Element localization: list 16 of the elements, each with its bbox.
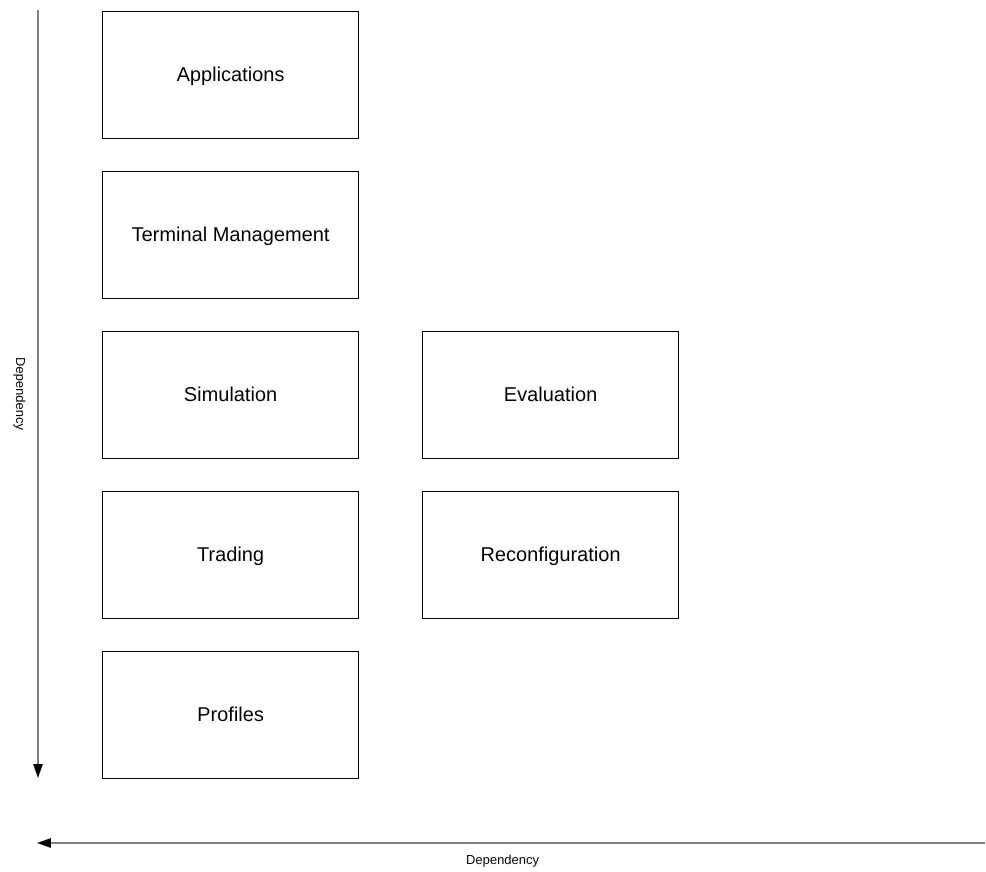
- axis-label: Dependency: [466, 852, 539, 867]
- axis-label: Dependency: [13, 357, 28, 430]
- box-label: Trading: [196, 543, 264, 568]
- process-box: [102, 11, 359, 139]
- box-label: Reconfiguration: [480, 543, 621, 568]
- box-label: Terminal Management: [132, 223, 330, 248]
- process-box: [422, 491, 679, 619]
- process-box: [102, 331, 359, 459]
- process-box: [102, 171, 359, 299]
- process-box: [422, 331, 679, 459]
- box-label: Applications: [176, 63, 284, 88]
- box-label: Simulation: [184, 383, 278, 408]
- box-label: Evaluation: [504, 383, 598, 408]
- box-label: Profiles: [197, 703, 264, 728]
- process-box: [102, 491, 359, 619]
- process-box: [102, 651, 359, 779]
